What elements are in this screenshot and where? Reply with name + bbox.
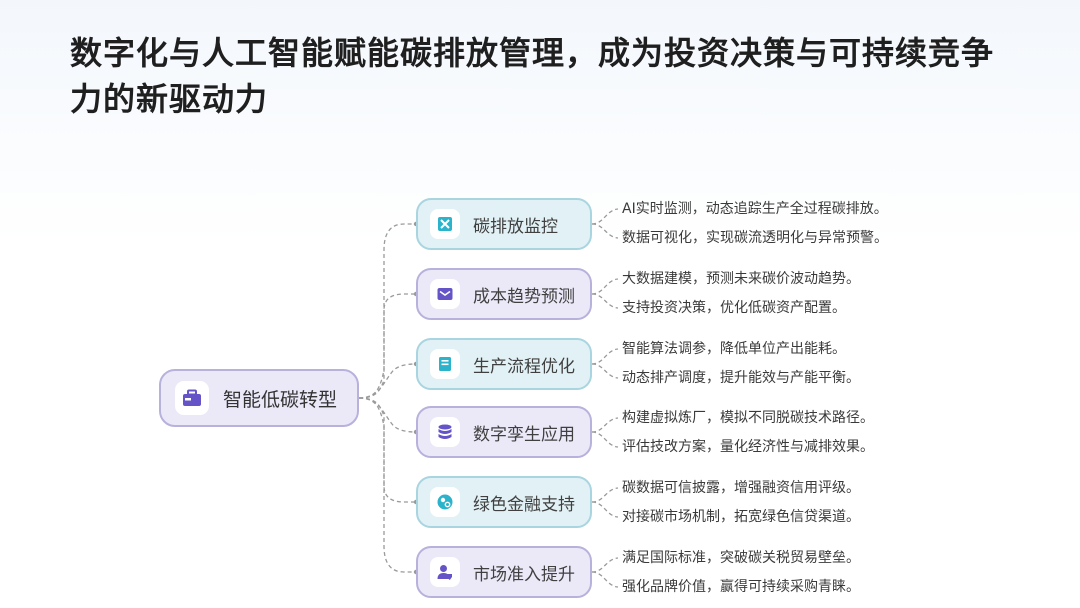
branch-label: 成本趋势预测 xyxy=(473,286,575,307)
leaf-text: 智能算法调参，降低单位产出能耗。 xyxy=(622,341,846,357)
leaf-text: AI实时监测，动态追踪生产全过程碳排放。 xyxy=(622,201,888,217)
root-node: 智能低碳转型 xyxy=(159,369,359,427)
branch-label: 生产流程优化 xyxy=(473,356,575,377)
database-icon xyxy=(430,417,460,447)
leaf-text: 构建虚拟炼厂，模拟不同脱碳技术路径。 xyxy=(622,410,874,426)
branch-label: 碳排放监控 xyxy=(473,216,558,237)
leaf-text: 满足国际标准，突破碳关税贸易壁垒。 xyxy=(622,550,860,566)
leaf-text: 数据可视化，实现碳流透明化与异常预警。 xyxy=(622,230,888,246)
crossed-tools-icon xyxy=(430,209,460,239)
branch-cost-forecast: 成本趋势预测 xyxy=(416,268,592,320)
leaf-text: 碳数据可信披露，增强融资信用评级。 xyxy=(622,480,860,496)
branch-green-finance: 绿色金融支持 xyxy=(416,476,592,528)
branch-carbon-monitoring: 碳排放监控 xyxy=(416,198,592,250)
page-title: 数字化与人工智能赋能碳排放管理，成为投资决策与可持续竞争力的新驱动力 xyxy=(70,34,995,118)
document-tray-icon xyxy=(430,349,460,379)
leaf-text: 大数据建模，预测未来碳价波动趋势。 xyxy=(622,271,860,287)
branch-label: 绿色金融支持 xyxy=(473,494,575,515)
branch-market-access: 市场准入提升 xyxy=(416,546,592,598)
branch-process-optimization: 生产流程优化 xyxy=(416,338,592,390)
leaf-text: 动态排产调度，提升能效与产能平衡。 xyxy=(622,370,860,386)
branch-digital-twin: 数字孪生应用 xyxy=(416,406,592,458)
finance-circle-icon xyxy=(430,487,460,517)
leaf-text: 强化品牌价值，赢得可持续采购青睐。 xyxy=(622,579,860,595)
leaf-text: 支持投资决策，优化低碳资产配置。 xyxy=(622,300,846,316)
root-label: 智能低碳转型 xyxy=(223,388,338,411)
mail-icon xyxy=(430,279,460,309)
leaf-text: 对接碳市场机制，拓宽绿色信贷渠道。 xyxy=(622,509,860,525)
leaf-text: 评估技改方案，量化经济性与减排效果。 xyxy=(622,439,874,455)
briefcase-icon xyxy=(175,381,209,415)
user-shield-icon xyxy=(430,557,460,587)
branch-label: 市场准入提升 xyxy=(473,564,575,585)
branch-label: 数字孪生应用 xyxy=(473,424,575,445)
